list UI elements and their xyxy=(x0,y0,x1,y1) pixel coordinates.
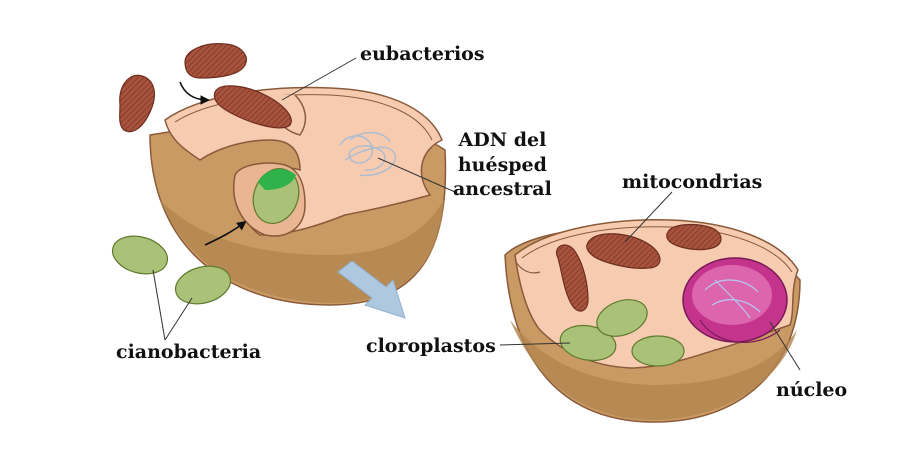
mitochondrion-2 xyxy=(666,223,722,251)
leader-cianobacteria-2 xyxy=(164,297,193,341)
eubacterium-entering xyxy=(213,85,292,129)
free-cyanobacteria xyxy=(111,220,247,305)
mitochondrion-1 xyxy=(586,233,661,269)
leader-adn xyxy=(377,157,456,193)
label-nucleo: núcleo xyxy=(776,379,848,401)
chloroplast-2 xyxy=(596,299,648,337)
label-adn-line1: ADN del xyxy=(458,129,547,151)
curved-arrow-icon xyxy=(204,220,247,246)
label-cloroplastos: cloroplastos xyxy=(366,335,496,357)
label-adn-line3: ancestral xyxy=(453,178,552,201)
thick-arrow-icon xyxy=(337,260,406,319)
eubacterium-2 xyxy=(119,74,156,133)
chloroplast-3 xyxy=(631,335,685,367)
leader-nucleo xyxy=(769,321,801,371)
chloroplast-1 xyxy=(559,324,617,362)
label-adn-line2: huésped xyxy=(457,153,547,176)
eubacteria-group xyxy=(119,43,292,133)
leader-lines xyxy=(152,57,801,371)
label-adn-huesped: ADN del huésped ancestral xyxy=(453,128,552,202)
label-cianobacteria: cianobacteria xyxy=(116,341,262,363)
eubacterium-1 xyxy=(184,43,247,79)
curved-arrow-icon xyxy=(179,81,210,105)
mitochondrion-3 xyxy=(556,244,589,312)
label-mitocondrias: mitocondrias xyxy=(622,171,763,193)
cyanobacterium-1 xyxy=(111,235,169,275)
leader-mitocondrias xyxy=(624,191,673,243)
nucleus xyxy=(682,257,788,343)
leader-cloroplastos xyxy=(499,342,571,346)
leader-eubacterios xyxy=(281,57,357,101)
label-eubacterios: eubacterios xyxy=(360,43,485,65)
eukaryotic-cell xyxy=(504,219,801,423)
cyanobacterium-2 xyxy=(174,265,232,305)
host-cytoplasm xyxy=(164,86,443,236)
leader-cianobacteria-1 xyxy=(152,269,166,341)
host-dna xyxy=(339,132,396,177)
